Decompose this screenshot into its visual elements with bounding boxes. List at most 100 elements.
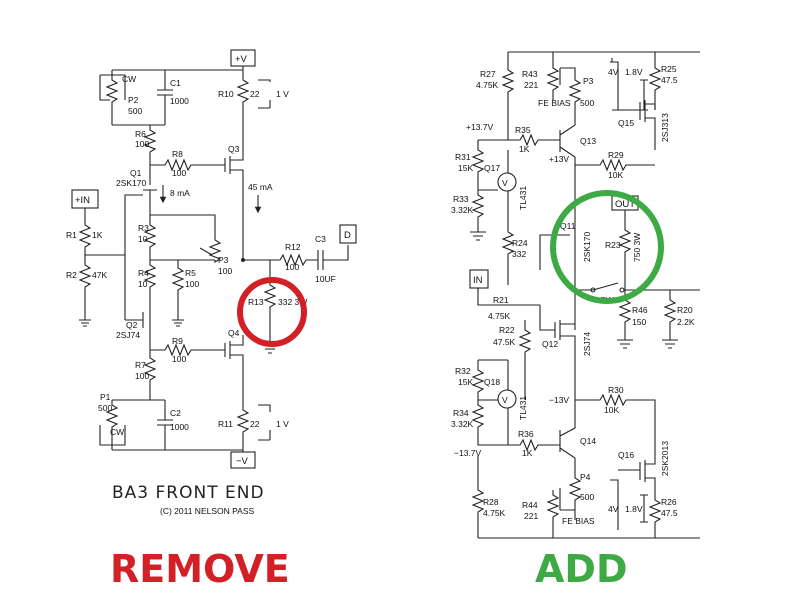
p2-value: 500: [128, 106, 142, 116]
q17-symbol: V: [502, 178, 508, 188]
r3-label: R3: [138, 223, 149, 233]
r26-value: 47.5: [661, 508, 678, 518]
vplus-label: +V: [235, 54, 248, 65]
r25-value: 47.5: [661, 75, 678, 85]
remove-caption: REMOVE: [110, 547, 290, 591]
p3-right-value: 500: [580, 98, 594, 108]
p1-cw: CW: [110, 427, 124, 437]
q4-label: Q4: [228, 328, 240, 338]
q11-label: Q11: [560, 221, 576, 231]
vminus-terminal: [230, 451, 256, 469]
r9-value: 100: [172, 354, 186, 364]
r31-value: 15K: [458, 163, 473, 173]
q3-label: Q3: [228, 144, 240, 154]
r10-value: 22: [250, 89, 260, 99]
r6-value: 100: [135, 139, 149, 149]
r1-value: 1K: [92, 230, 103, 240]
q11-part: 2SK170: [582, 231, 592, 262]
r12-value: 100: [285, 262, 299, 272]
r30-value: 10K: [604, 405, 619, 415]
schematic-title: BA3 FRONT END: [112, 483, 265, 503]
q17-label: Q17: [484, 163, 500, 173]
r46-label: R46: [632, 305, 648, 315]
q4-transistor: [149, 330, 244, 400]
v18-bottom: 1.8V: [625, 504, 643, 514]
copyright-text: (C) 2011 NELSON PASS: [160, 506, 254, 516]
r35-value: 1K: [519, 144, 530, 154]
q15-part: 2SJ313: [660, 113, 670, 142]
p4-value: 500: [580, 492, 594, 502]
vp13-label: +13V: [549, 154, 569, 164]
p2-cw: CW: [122, 74, 136, 84]
r10-voltage: 1 V: [276, 89, 289, 99]
r1-label: R1: [66, 230, 77, 240]
r44-value: 221: [524, 511, 538, 521]
r33-label: R33: [453, 194, 469, 204]
d-terminal: [339, 224, 357, 244]
r43-label: R43: [522, 69, 538, 79]
vm137-label: −13.7V: [454, 448, 482, 458]
c3-value: 10UF: [315, 274, 336, 284]
remove-highlight-circle: [237, 277, 307, 347]
vp137-label: +13.7V: [466, 122, 494, 132]
tl431-bottom: TL431: [518, 396, 528, 420]
r32-value: 15K: [458, 377, 473, 387]
left-schematic: +V R10 22 1 V C1 1000 CW P2 500 R6 100 R…: [66, 49, 357, 516]
r31-label: R31: [455, 152, 471, 162]
q15-transistor: [618, 100, 656, 150]
q2-part: 2SJ74: [116, 330, 140, 340]
q13-transistor: [507, 110, 576, 165]
r29-value: 10K: [608, 170, 623, 180]
c1-value: 1000: [170, 96, 189, 106]
r24-value: 332: [512, 249, 526, 259]
r5-label: R5: [185, 268, 196, 278]
r34-value: 3.32K: [451, 419, 474, 429]
add-caption: ADD: [535, 547, 628, 591]
fe-bias-top: FE BIAS: [538, 98, 571, 108]
right-schematic: R27 4.75K R43 221 P3 500 FE BIAS 4V 1.8V…: [451, 51, 700, 539]
r21-label: R21: [493, 295, 509, 305]
r22-label: R22: [499, 325, 515, 335]
q3-transistor: [224, 150, 244, 260]
r13-value: 332 3W: [278, 297, 307, 307]
r28-label: R28: [483, 497, 499, 507]
r36-value: 1K: [522, 448, 533, 458]
q11-transistor: [539, 165, 576, 270]
r25-label: R25: [661, 64, 677, 74]
q14-transistor: [477, 400, 576, 470]
q15-label: Q15: [618, 118, 634, 128]
p3-pot-right: [559, 67, 582, 110]
c1-label: C1: [170, 78, 181, 88]
r34-label: R34: [453, 408, 469, 418]
r11-voltage: 1 V: [276, 419, 289, 429]
r4-value: 10: [138, 279, 148, 289]
current-45ma: 45 mA: [248, 182, 273, 192]
r8-value: 100: [172, 168, 186, 178]
q18-label: Q18: [484, 377, 500, 387]
p4-pot: [559, 470, 582, 520]
r10-label: R10: [218, 89, 234, 99]
q1-label: Q1: [130, 168, 142, 178]
r12-label: R12: [285, 242, 301, 252]
r27-label: R27: [480, 69, 496, 79]
p2-pot: [105, 70, 119, 125]
p1-label: P1: [100, 392, 111, 402]
c2-value: 1000: [170, 422, 189, 432]
r3-value: 10: [138, 234, 148, 244]
q16-part: 2SK2013: [660, 441, 670, 476]
r44-label: R44: [522, 500, 538, 510]
r7-value: 100: [135, 371, 149, 381]
r46-value: 150: [632, 317, 646, 327]
p1-value: 500: [98, 403, 112, 413]
r27-value: 4.75K: [476, 80, 499, 90]
r23-value: 750 3W: [632, 233, 642, 262]
r4-label: R4: [138, 268, 149, 278]
q1-part: 2SK170: [116, 178, 147, 188]
p3-label: P3: [218, 255, 229, 265]
r11-label: R11: [218, 419, 233, 429]
p1-pot: [99, 399, 165, 450]
p2-label: P2: [128, 95, 139, 105]
p3-value: 100: [218, 266, 232, 276]
p3-right-label: P3: [583, 76, 594, 86]
